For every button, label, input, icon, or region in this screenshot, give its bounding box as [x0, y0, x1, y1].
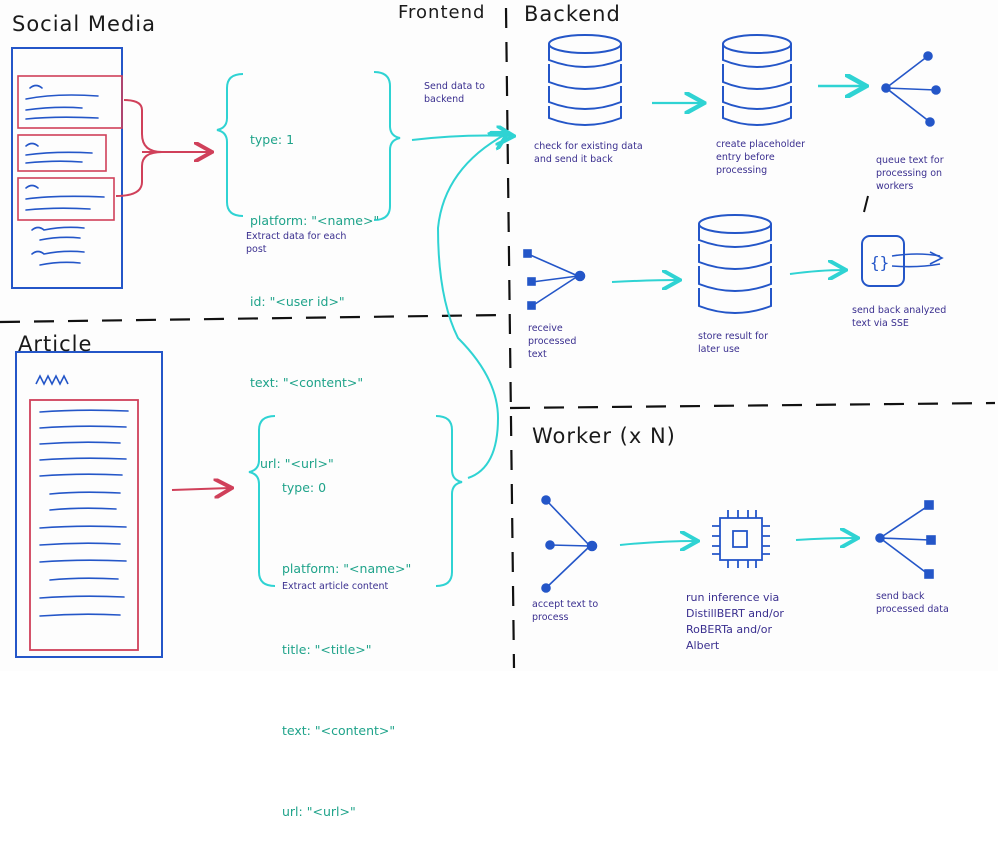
diagram-drawing: {} — [0, 7, 996, 669]
note-queue-text: queue text for processing on workers — [876, 155, 944, 192]
title-article: Article — [18, 332, 93, 356]
note-receive-processed: receive processed text — [528, 323, 577, 360]
database-store-icon — [698, 214, 772, 314]
divider-backend-horizontal — [509, 401, 996, 410]
sse-braces-icon: {} — [861, 235, 944, 287]
social-json-text: text: "<content>" — [250, 375, 364, 390]
arrow-receive-to-store — [611, 280, 678, 282]
note-send-back-processed: send back processed data — [876, 591, 949, 615]
cpu-chip-icon — [712, 510, 770, 568]
note-send-backend: Send data to backend — [424, 81, 485, 105]
social-json-id: id: "<user id>" — [250, 294, 345, 309]
note-send-back-sse: send back analyzed text via SSE — [852, 305, 947, 329]
arrow-store-to-sse — [789, 270, 844, 274]
note-check-existing: check for existing data and send it back — [534, 141, 643, 165]
social-json-open-brace — [216, 73, 244, 217]
note-store-result: store result for later use — [698, 331, 769, 355]
divider-frontend-horizontal — [0, 313, 505, 324]
social-json-url: url: "<url>" — [260, 456, 334, 471]
article-to-backend-arrow — [436, 134, 506, 479]
article-page-sketch — [15, 351, 230, 658]
title-social-media: Social Media — [12, 12, 157, 36]
worker-send-fan-out-icon — [875, 500, 936, 579]
note-accept-text: accept text to process — [532, 599, 599, 623]
social-json-platform: platform: "<name>" — [250, 213, 380, 228]
arrow-inference-to-send — [795, 538, 856, 540]
svg-text:{}: {} — [870, 253, 889, 272]
whiteboard: {} Social Media Frontend Backend Article… — [0, 2, 996, 819]
database-placeholder-icon — [722, 34, 792, 126]
worker-accept-fan-in-icon — [541, 495, 598, 593]
article-json-type: type: 0 — [282, 480, 327, 495]
title-backend: Backend — [524, 2, 621, 26]
article-json-block: type: 0 platform: "<name>" title: "<titl… — [282, 420, 411, 852]
social-json-type: type: 1 — [250, 132, 295, 147]
note-run-inference: run inference via DistillBERT and/or RoB… — [686, 591, 784, 652]
title-worker: Worker (x N) — [532, 424, 676, 448]
queue-fan-out-icon — [881, 51, 941, 127]
social-json-block: type: 1 platform: "<name>" id: "<user id… — [250, 72, 379, 504]
title-frontend: Frontend — [398, 2, 486, 23]
article-json-title: title: "<title>" — [282, 642, 372, 657]
note-create-placeholder: create placeholder entry before processi… — [716, 139, 805, 176]
divider-vertical — [504, 7, 516, 669]
note-extract-article: Extract article content — [282, 581, 389, 592]
article-json-open-brace — [248, 415, 276, 587]
note-extract-post: Extract data for each post — [246, 231, 347, 255]
database-check-existing-icon — [548, 34, 622, 126]
receive-fan-in-icon — [523, 249, 586, 310]
article-json-platform: platform: "<name>" — [282, 561, 412, 576]
social-json-close-brace — [373, 71, 401, 221]
arrow-accept-to-inference — [619, 541, 696, 545]
article-json-url: url: "<url>" — [282, 804, 356, 819]
social-media-page-sketch — [11, 47, 210, 289]
article-json-text: text: "<content>" — [282, 723, 396, 738]
article-json-close-brace — [435, 415, 463, 587]
